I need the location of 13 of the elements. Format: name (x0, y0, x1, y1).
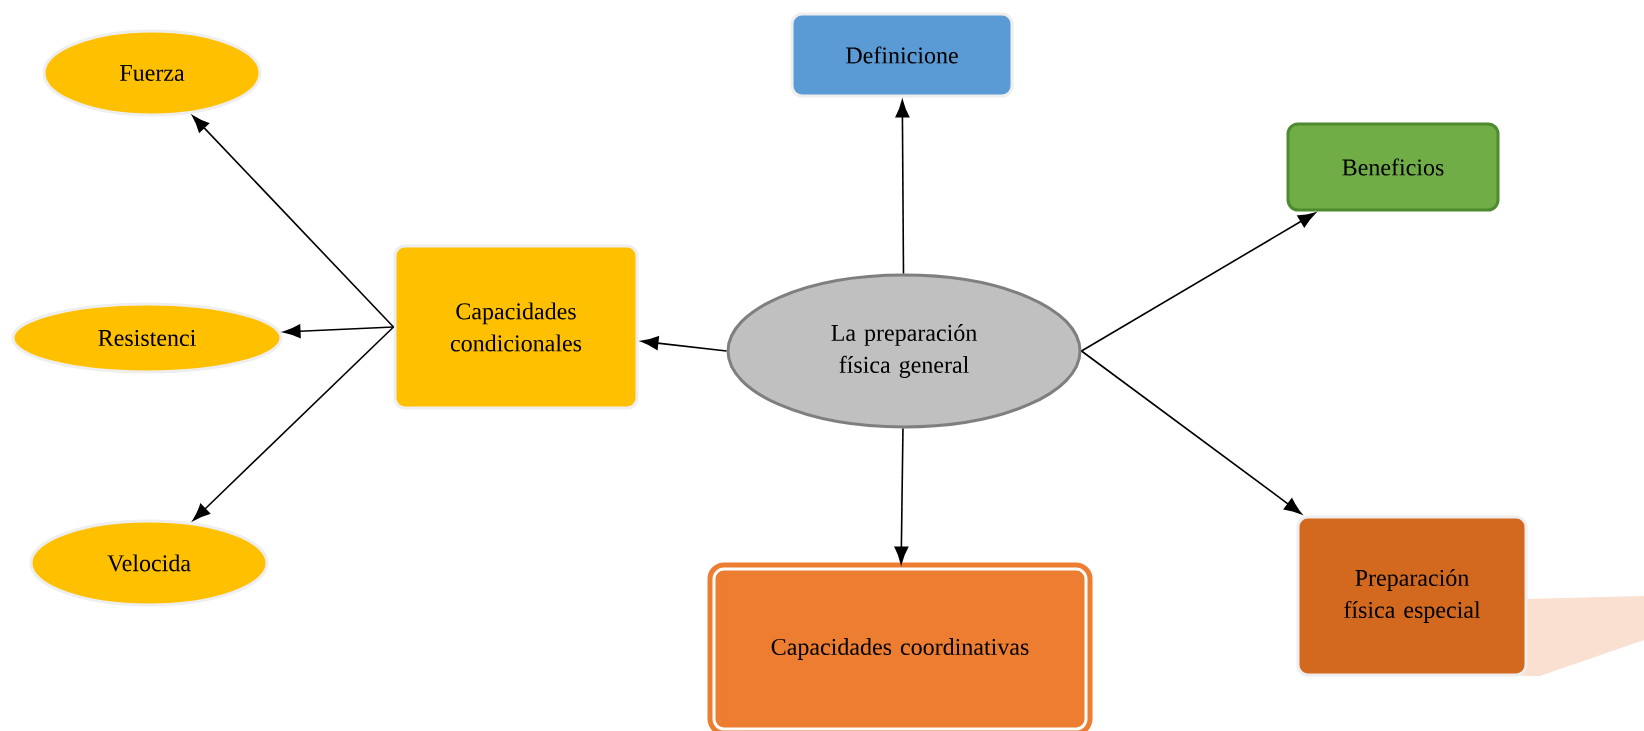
concept-box: Preparación física especial (1296, 515, 1528, 677)
concept-box: Beneficios (1286, 122, 1500, 212)
arrow (641, 336, 728, 352)
arrow (895, 100, 910, 275)
concept-box: Capacidades condicionales (393, 244, 639, 410)
concept-box: Definicione (790, 12, 1014, 98)
arrow (283, 324, 395, 339)
concept-box: Capacidades coordinativas (707, 562, 1093, 731)
arrow (1080, 350, 1302, 515)
arrow (1080, 212, 1316, 352)
arrow (894, 427, 909, 564)
arrow (192, 326, 395, 521)
arrow (192, 115, 395, 328)
